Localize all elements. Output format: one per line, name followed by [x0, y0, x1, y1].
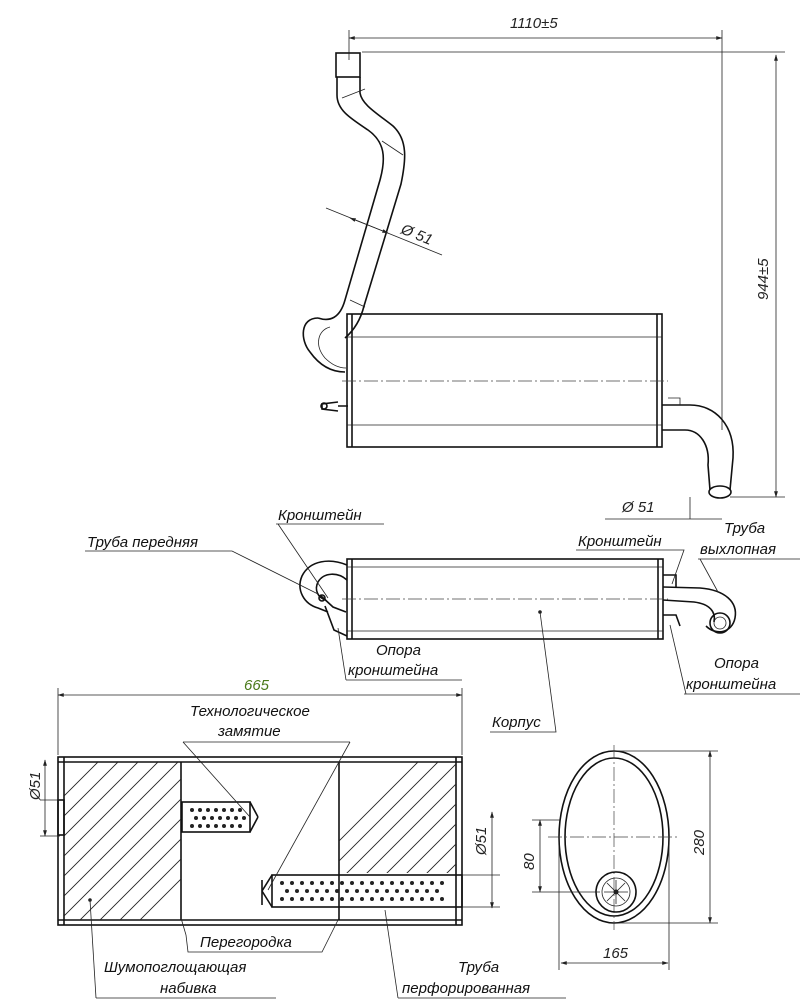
pipe-flange [335, 52, 361, 78]
body-label: Корпус [492, 714, 541, 731]
muffler-body-top [320, 313, 668, 448]
section-view: 665 [27, 677, 566, 999]
tech-crimp-label-2: замятие [217, 723, 281, 740]
side-view: Труба передняя Кронштейн Кронштейн Труба… [85, 507, 800, 733]
section-body [57, 756, 463, 926]
perf-pipe-label-2: перфорированная [402, 980, 530, 997]
offset-80-label: 80 [521, 853, 538, 870]
front-pipe-label: Труба передняя [87, 534, 198, 551]
overall-height-label: 944±5 [755, 258, 772, 300]
exhaust-pipe-label-2: выхлопная [700, 541, 776, 558]
bracket-left-label: Кронштейн [278, 507, 362, 524]
tech-crimp-label-1: Технологическое [190, 703, 310, 720]
inlet-diameter-label: Ø51 [27, 772, 44, 801]
perf-pipe-label-1: Труба [458, 959, 499, 976]
support-left-label-1: Опора [376, 642, 421, 659]
width-165-label: 165 [603, 945, 629, 962]
overall-length-label: 1110±5 [510, 15, 558, 32]
bracket-right-label: Кронштейн [578, 533, 662, 550]
absorbing-label-1: Шумопоглощающая [104, 959, 246, 976]
outlet-perforated-pipe [261, 874, 463, 908]
height-280-label: 280 [691, 829, 708, 856]
inlet-perforated-pipe [181, 801, 259, 833]
bracket-right-leader [576, 549, 685, 585]
partition-label: Перегородка [200, 934, 292, 951]
outlet-diameter-label: Ø51 [473, 827, 490, 856]
absorbing-fill-left [64, 762, 181, 920]
top-view: 1110±5 944±5 Ø 51 [302, 15, 785, 520]
pipe-diameter-outlet-label: Ø 51 [621, 499, 655, 516]
partition-leader [185, 917, 340, 953]
front-pipe [302, 52, 406, 373]
front-pipe-leader [85, 550, 319, 595]
tech-crimp-leader [182, 741, 251, 818]
body-leader [490, 611, 557, 733]
body-outline [346, 313, 663, 448]
absorbing-label-2: набивка [160, 980, 217, 997]
end-view: 280 80 165 [521, 745, 718, 970]
section-length-label: 665 [244, 677, 270, 694]
exhaust-outlet-top [662, 397, 734, 499]
exhaust-pipe-label-1: Труба [724, 520, 765, 537]
absorbing-fill-right [339, 762, 456, 873]
support-left-label-2: кронштейна [348, 662, 438, 679]
support-right-label-1: Опора [714, 655, 759, 672]
support-right-label-2: кронштейна [686, 676, 776, 693]
